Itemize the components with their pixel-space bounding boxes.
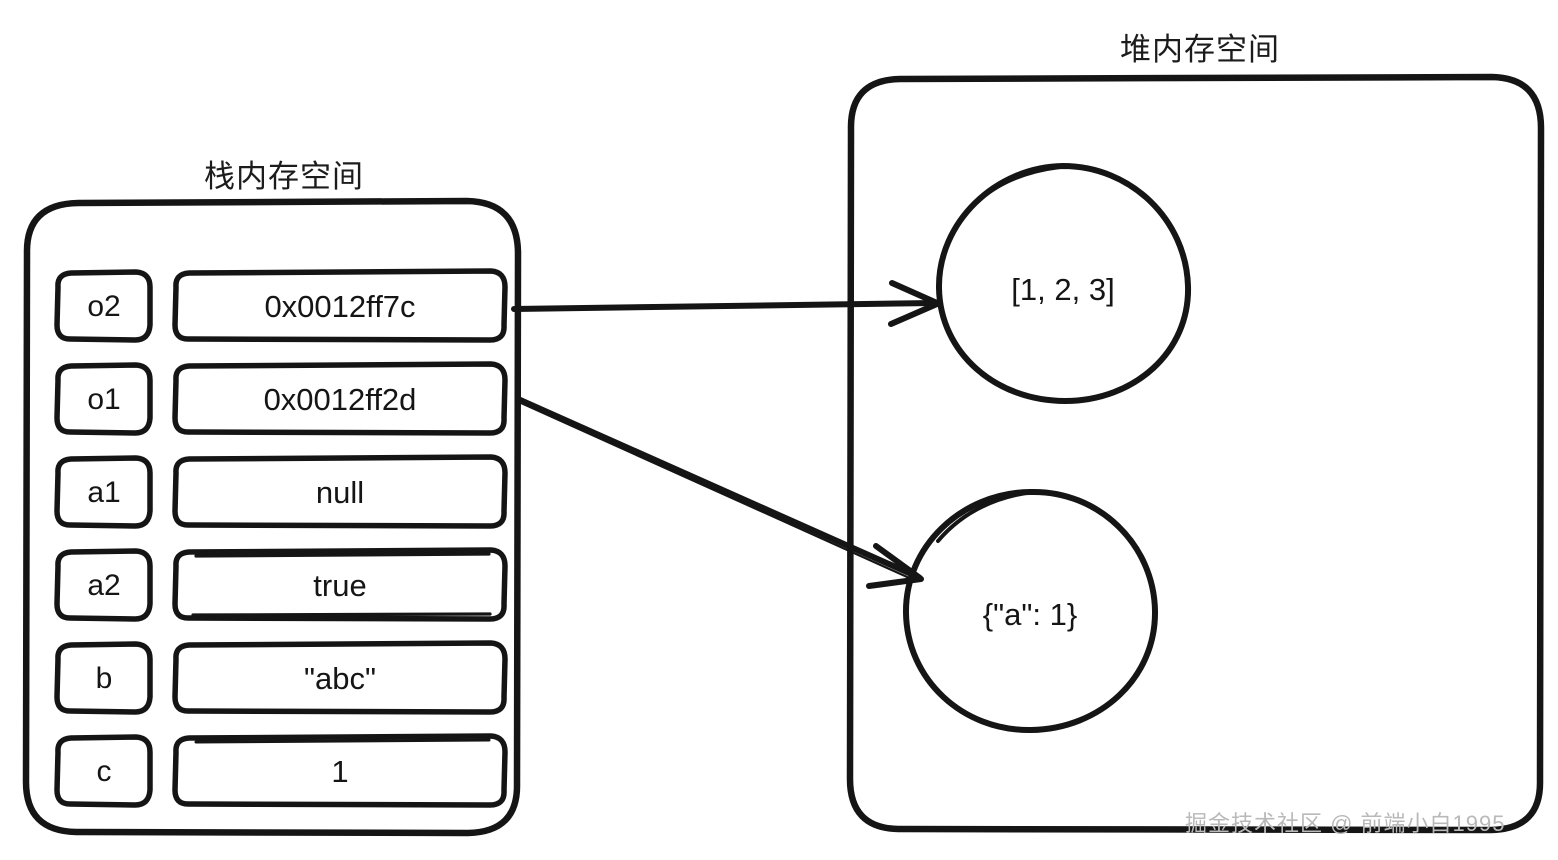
stack-slot-name-a2: a2 [87,569,121,602]
arrow-o1-to-object-shaft [515,396,921,580]
heap-object-label-array: [1, 2, 3] [1011,272,1115,307]
slot-box-c-value-sketch [194,738,491,744]
stack-slot-name-o1: o1 [87,383,121,416]
stack-slot-value-o2: 0x0012ff7c [264,289,416,324]
stack-slot-name-o2: o2 [87,290,121,323]
heap-object-circle-1-overstroke [936,491,1028,543]
arrow-o1-to-object-shaft-double [519,401,918,583]
stack-slot-name-b: b [95,662,113,695]
stack-slot-name-a1: a1 [87,476,121,509]
stack-slot-value-a2: true [313,568,367,603]
heap-container-outline [846,73,1545,834]
watermark-text: 掘金技术社区 @ 前端小白1995 [1185,811,1506,836]
stack-slot-value-o1: 0x0012ff2d [263,382,417,417]
heap-panel-title: 堆内存空间 [1120,32,1280,67]
stack-slot-value-a1: null [315,475,365,510]
heap-object-circle-0-overstroke [966,165,1062,212]
stack-panel-title: 栈内存空间 [204,159,364,194]
stack-slot-value-c: 1 [331,754,349,789]
arrow-o2-to-array-shaft [511,300,937,312]
arrow-o1-to-object-head [866,543,924,589]
stack-slot-value-b: "abc" [304,661,376,696]
stack-slot-name-c: c [96,755,112,788]
heap-object-label-object: {"a": 1} [982,597,1078,632]
arrow-o2-to-array-head [888,280,940,327]
